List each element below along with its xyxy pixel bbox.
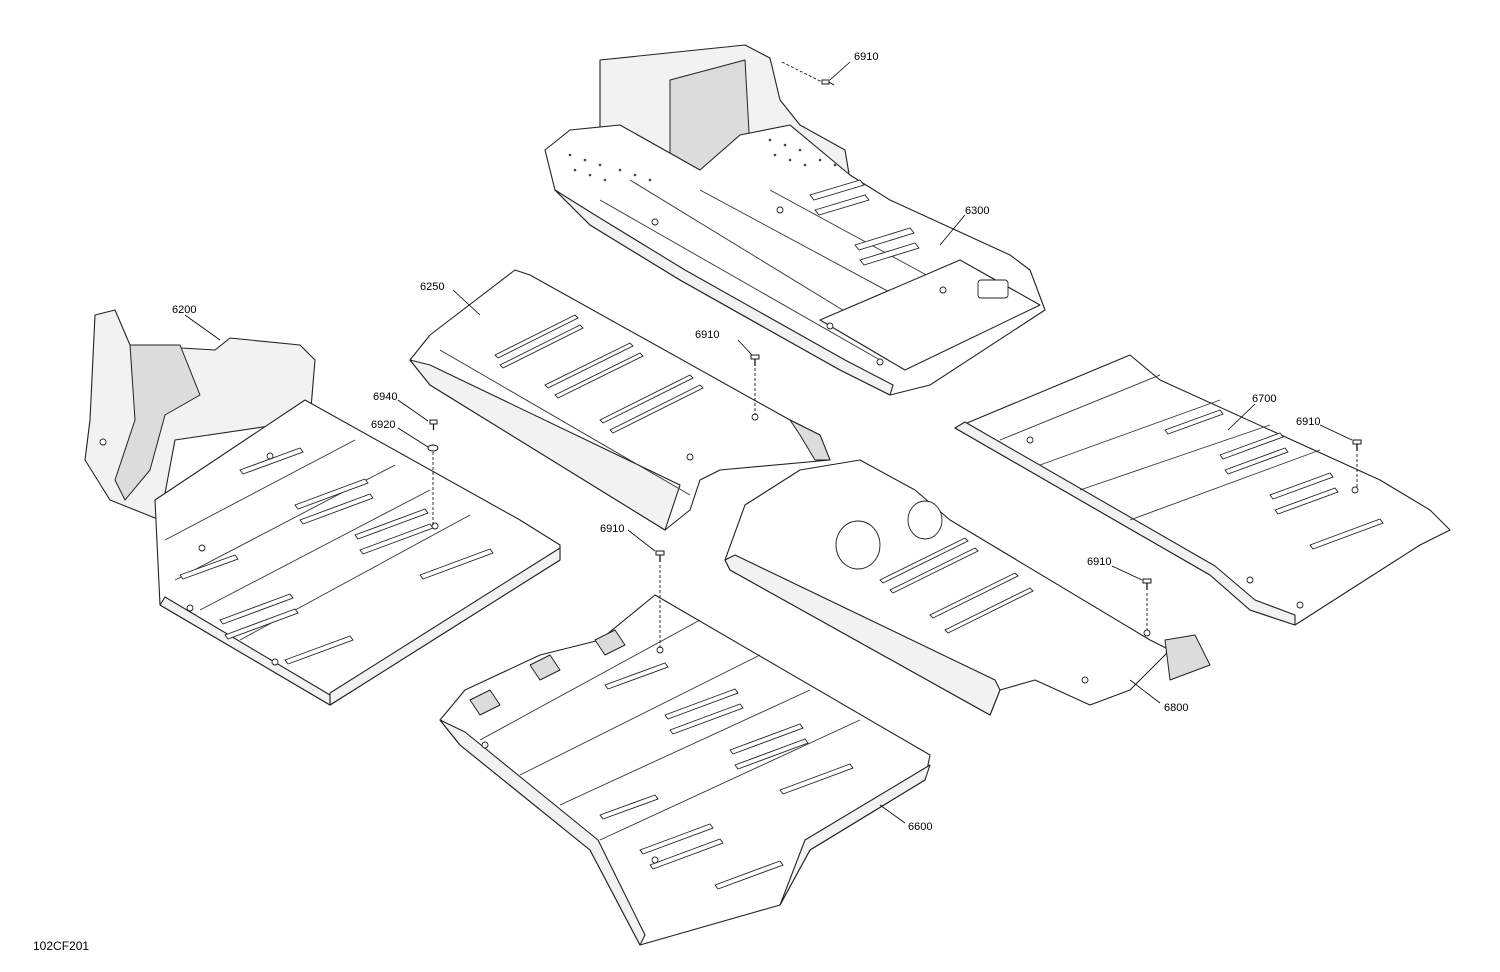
screw-6910-center [750,354,760,415]
screw-6940 [429,419,438,430]
screw-6910-right [1352,439,1362,488]
callout-6600: 6600 [908,821,932,833]
washer-6920 [427,444,439,525]
callout-6910-top: 6910 [854,51,878,63]
part-6250-tunnel-cover [409,269,831,531]
part-6300-floor-panel [544,44,1046,396]
callout-6910-center: 6910 [695,329,719,341]
screw-6910-mid [1142,578,1152,630]
figure-id: 102CF201 [33,939,89,953]
callout-6200: 6200 [172,304,196,316]
screw-6910-top [781,61,835,86]
leader-lines [184,61,1353,824]
part-6700-right-floor-panel [954,354,1451,626]
screw-6910-lower [655,550,665,648]
callout-6300: 6300 [965,205,989,217]
callout-6700: 6700 [1252,393,1276,405]
part-6800-console-panel [724,459,1211,716]
callout-6940: 6940 [373,391,397,403]
callout-6250: 6250 [420,281,444,293]
callout-6910-right: 6910 [1296,416,1320,428]
callout-6910-lower: 6910 [600,523,624,535]
callout-6920: 6920 [371,419,395,431]
part-6600-lower-floor-panel [439,594,931,946]
callout-6800: 6800 [1164,702,1188,714]
callout-labels: 6910 6200 6250 6300 6910 6940 6920 6910 … [172,51,1320,833]
callout-6910-mid: 6910 [1087,556,1111,568]
part-6200-left-floor-panel [84,309,561,706]
